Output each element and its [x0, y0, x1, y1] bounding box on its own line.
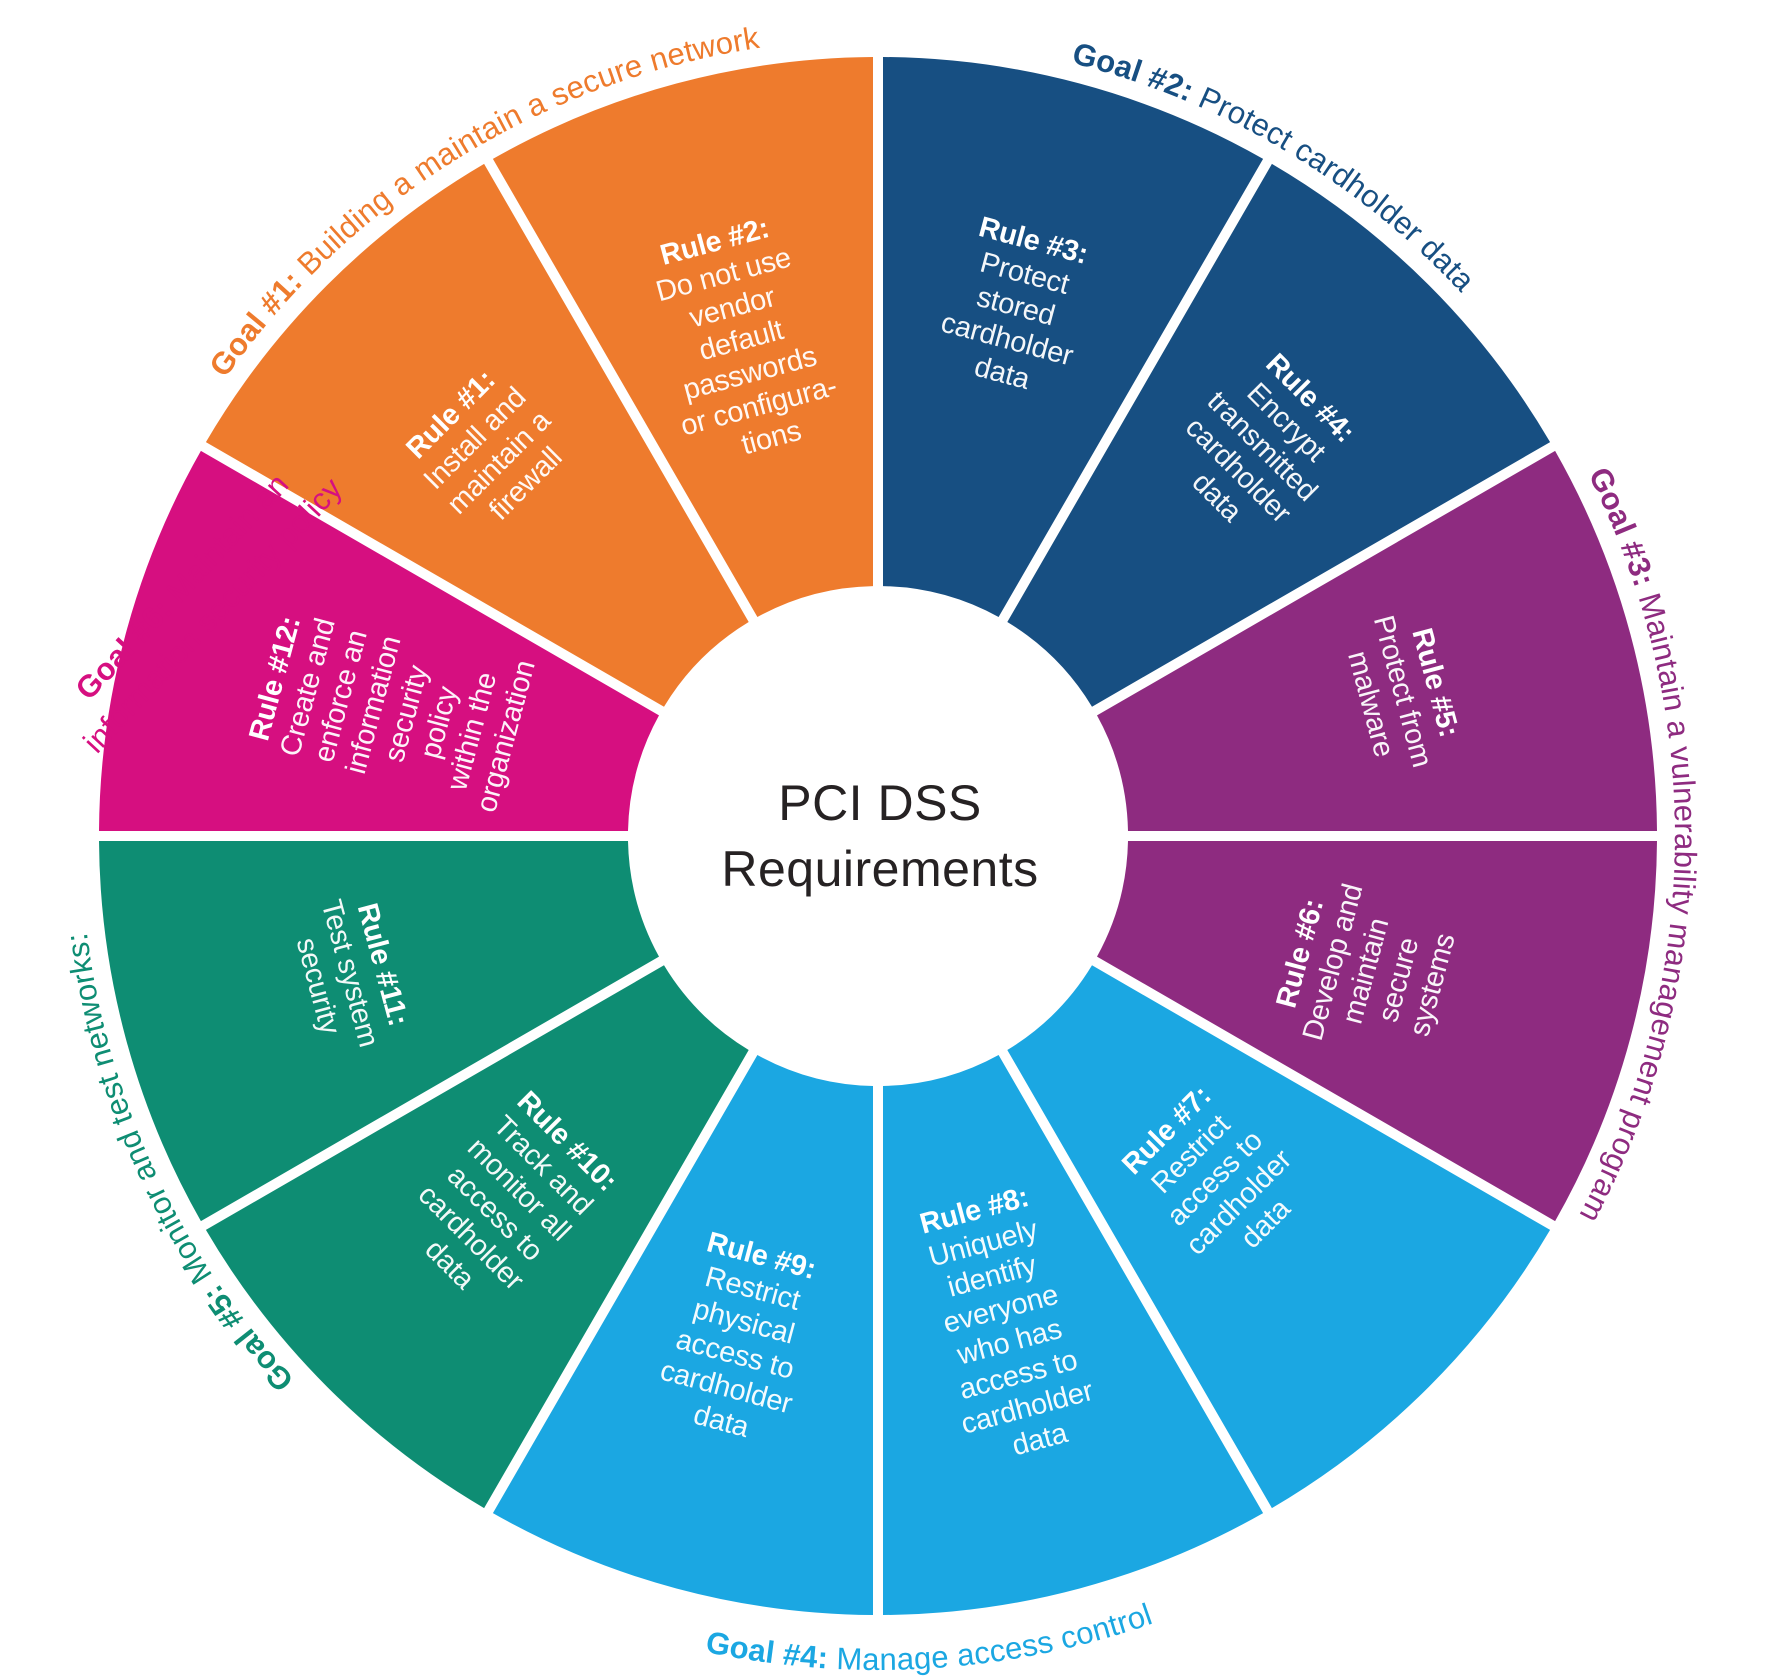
goal-4-prefix: Goal #4:	[703, 1624, 829, 1675]
wedge-rule-4	[1007, 163, 1551, 707]
wedge-rule-5	[1097, 450, 1657, 831]
rule-8-text: Rule #8: Uniquely identify everyone who …	[905, 1176, 1113, 1474]
wedge-rule-3	[883, 57, 1264, 617]
wedge-rule-1	[205, 163, 749, 707]
wedge-rule-9	[492, 1055, 873, 1615]
rule-11-text: Rule #11: Test system security	[282, 888, 420, 1067]
goal-4-rest: Manage access control	[827, 1596, 1156, 1677]
rule-9-text: Rule #9: Restrict physical access to car…	[648, 1223, 838, 1455]
wedge-rule-8	[883, 1055, 1264, 1615]
rule-6-text: Rule #6: Develop and maintain secure sys…	[1264, 864, 1470, 1070]
wedge-rule-7	[1007, 965, 1551, 1509]
wedge-rule-12	[99, 450, 659, 831]
wedge-rule-2	[492, 57, 873, 617]
wedge-rule-6	[1097, 841, 1657, 1222]
wedge-rule-10	[205, 965, 749, 1509]
rule-2-text: Rule #2: Do not use vendor default passw…	[633, 204, 856, 475]
wheel-title-line-1: PCI DSS	[778, 775, 982, 831]
wheel-center: PCI DSS Requirements	[721, 775, 1038, 897]
wheel-title-line-2: Requirements	[721, 841, 1038, 897]
rule-texts: Rule #1: Install and maintain a firewall…	[243, 204, 1470, 1474]
wheel-wedges	[99, 57, 1657, 1615]
wedge-rule-11	[99, 841, 659, 1222]
